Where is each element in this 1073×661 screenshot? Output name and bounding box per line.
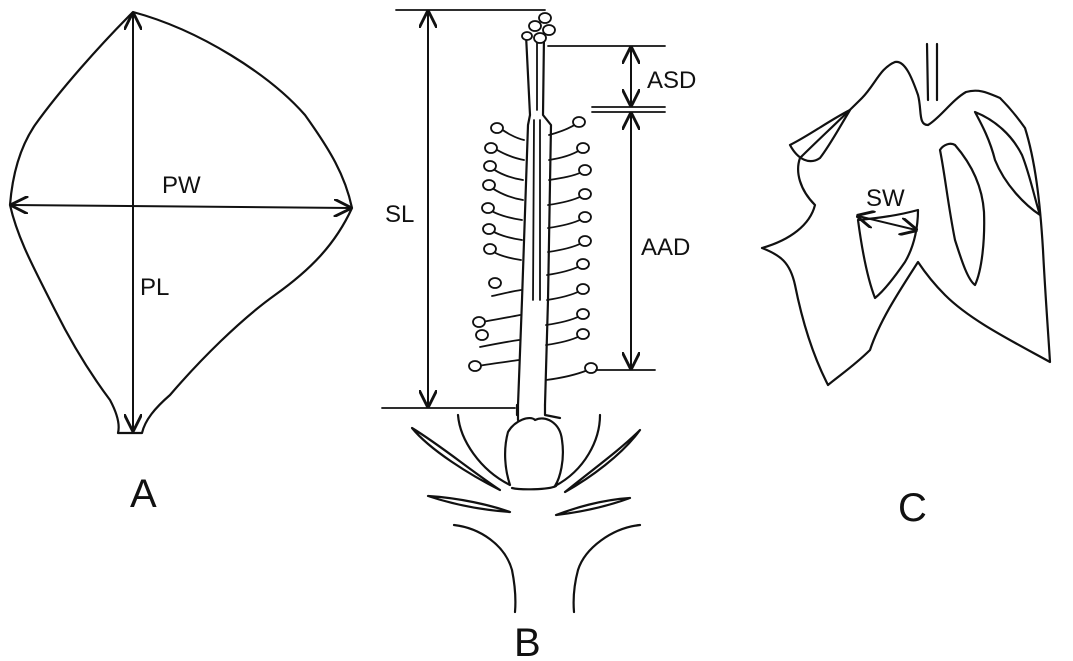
aad-label: AAD (641, 234, 690, 261)
staminal-column (518, 35, 551, 420)
panel-c: SW C (762, 44, 1050, 530)
panel-a-label: A (130, 472, 157, 516)
right-sepal-upper (565, 430, 640, 492)
panel-b: SL ASD AAD B (382, 10, 696, 661)
apical-anthers (522, 13, 555, 43)
sepals-outline-outer (762, 62, 1050, 385)
column-inner-line (533, 40, 540, 300)
panel-c-label: C (898, 486, 927, 530)
sepal-width-dimension (858, 216, 916, 230)
stamens-right (546, 117, 597, 380)
petal-length-label: PL (140, 274, 169, 301)
petal-width-dimension (12, 205, 350, 208)
left-sepal-lower (428, 496, 510, 512)
petal-outline (10, 12, 352, 433)
asd-label: ASD (647, 67, 696, 94)
stamen-length-label: SL (385, 201, 414, 228)
petal-width-label: PW (162, 172, 201, 199)
stamens-left (469, 123, 524, 371)
sepal-inner-right (940, 144, 984, 285)
ovary (512, 486, 556, 489)
sepal-side-right (975, 112, 1040, 215)
stalk (927, 44, 937, 100)
pedicel (454, 525, 640, 612)
right-sepal-lower (556, 498, 630, 515)
flower-base (458, 405, 600, 486)
panel-a: PW PL A (10, 12, 352, 516)
panel-b-label: B (514, 621, 541, 661)
left-sepal-upper (412, 428, 500, 490)
sepal-width-label: SW (866, 185, 905, 212)
